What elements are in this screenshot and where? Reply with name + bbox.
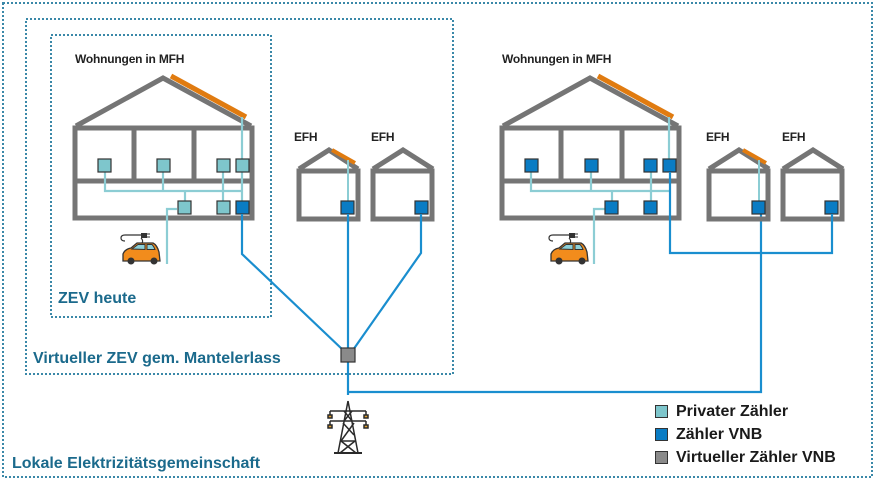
solar-panel <box>742 148 767 165</box>
vnb-meter <box>751 200 766 215</box>
private-meter <box>156 158 171 173</box>
zone-border-zev-heute <box>50 34 272 318</box>
legend-item-virtual-meter: Virtueller Zähler VNB <box>655 446 836 469</box>
virtual-meter <box>340 347 356 363</box>
efh-left-2-house <box>370 147 435 222</box>
house-label-efh-right-1: EFH <box>706 130 730 144</box>
vnb-wiring-right <box>668 172 834 255</box>
efh-right-2-house <box>780 147 845 222</box>
legend-item-private-meter: Privater Zähler <box>655 400 836 423</box>
zone-border-virtueller-zev <box>25 18 454 375</box>
house-label-efh-left-1: EFH <box>294 130 318 144</box>
vnb-meter <box>643 158 658 173</box>
zone-label-lokale-eg: Lokale Elektrizitätsgemeinschaft <box>12 455 261 472</box>
private-meter <box>235 158 250 173</box>
solar-panel <box>596 73 675 120</box>
vnb-meter <box>662 158 677 173</box>
power-pylon-icon <box>327 400 369 454</box>
electric-car-icon <box>120 233 161 265</box>
vnb-wiring-left <box>240 214 763 395</box>
mfh-left-house <box>72 75 255 221</box>
legend-swatch-vnb <box>655 428 668 441</box>
zone-label-zev-heute: ZEV heute <box>58 290 137 307</box>
legend-label: Zähler VNB <box>676 425 763 443</box>
private-meter <box>216 158 231 173</box>
vnb-meter <box>414 200 429 215</box>
house-label-efh-left-2: EFH <box>371 130 395 144</box>
legend-label: Virtueller Zähler VNB <box>676 448 836 466</box>
private-wiring-right <box>529 117 671 264</box>
legend: Privater Zähler Zähler VNB Virtueller Zä… <box>655 400 836 469</box>
vnb-meter <box>824 200 839 215</box>
private-meter <box>216 200 231 215</box>
vnb-meter <box>340 200 355 215</box>
private-meter <box>97 158 112 173</box>
mfh-right-house <box>499 75 682 221</box>
vnb-meter <box>643 200 658 215</box>
zone-label-virtueller-zev: Virtueller ZEV gem. Mantelerlass <box>33 350 281 367</box>
legend-swatch-private <box>655 405 668 418</box>
vnb-meter <box>524 158 539 173</box>
house-label-mfh-left: Wohnungen in MFH <box>75 52 185 66</box>
vnb-meter <box>235 200 250 215</box>
legend-item-vnb-meter: Zähler VNB <box>655 423 836 446</box>
private-meter <box>177 200 192 215</box>
solar-panel <box>331 148 356 165</box>
house-label-efh-right-2: EFH <box>782 130 806 144</box>
legend-swatch-virtual <box>655 451 668 464</box>
vnb-meter <box>584 158 599 173</box>
house-label-mfh-right: Wohnungen in MFH <box>502 52 612 66</box>
legend-label: Privater Zähler <box>676 402 789 420</box>
solar-panel <box>169 73 248 120</box>
vnb-meter <box>604 200 619 215</box>
electric-car-icon <box>548 233 589 265</box>
private-wiring-left <box>103 117 244 264</box>
